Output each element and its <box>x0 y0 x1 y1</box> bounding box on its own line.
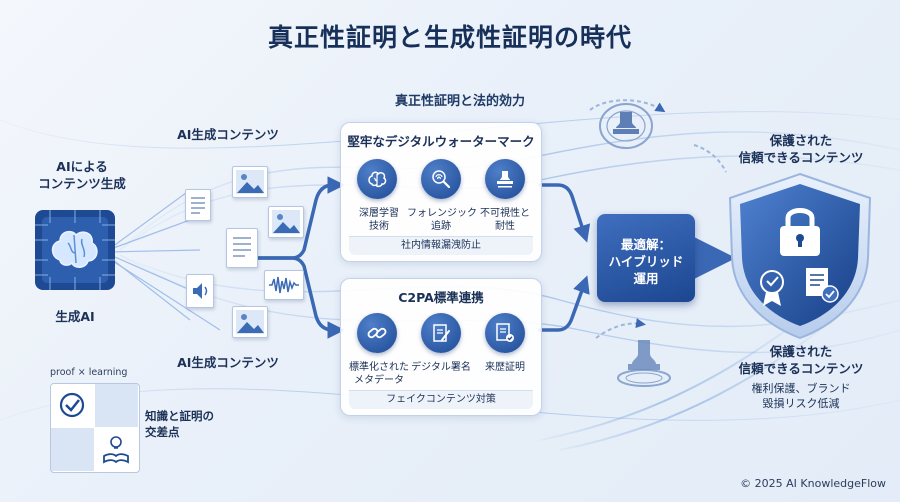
c2pa-panel-title: C2PA標準連携 <box>398 290 484 305</box>
page-title: 真正性証明と生成性証明の時代 <box>267 23 632 52</box>
content-label-bottom: AI生成コンテンツ <box>177 355 279 370</box>
item-line2: 技術 <box>369 221 389 232</box>
grid-cell-empty <box>51 428 94 471</box>
item-line1: 来歴証明 <box>485 362 525 373</box>
intersection-line1: 知識と証明の <box>145 409 214 423</box>
item-digital-signature: デジタル署名 <box>407 361 475 374</box>
ai-heading: AIによる コンテンツ生成 <box>22 158 142 192</box>
desc-line2: 毀損リスク低減 <box>762 397 840 410</box>
item-provenance: 来歴証明 <box>471 361 539 374</box>
protected-content-top: 保護された 信頼できるコンテンツ <box>715 132 887 166</box>
book-lightbulb-icon <box>103 436 129 464</box>
grid-cell-empty <box>95 384 138 427</box>
proof-learning-caption: proof × learning <box>50 367 128 378</box>
intersection-label: 知識と証明の 交差点 <box>145 408 214 440</box>
c2pa-panel-footer: フェイクコンテンツ対策 <box>349 390 533 409</box>
signature-icon <box>421 313 461 353</box>
item-deep-learning: 深層学習 技術 <box>345 207 413 233</box>
item-line1: デジタル署名 <box>411 362 471 373</box>
audio-icon <box>186 274 214 308</box>
waveform-icon <box>264 270 304 300</box>
protected-content-desc: 権利保護、ブランド 毀損リスク低減 <box>715 381 887 411</box>
item-line1: フォレンジック <box>407 208 477 219</box>
document-icon <box>185 189 211 221</box>
watermark-panel: 堅牢なデジタルウォーターマーク 深層学習 技術 フォレンジック 追跡 不可視性と… <box>340 122 542 262</box>
protected-bottom-line2: 信頼できるコンテンツ <box>738 361 864 376</box>
link-icon <box>357 313 397 353</box>
ai-rays <box>107 189 221 331</box>
shield-lock-icon <box>728 172 872 340</box>
ai-heading-line1: AIによる <box>56 159 108 174</box>
intersection-line2: 交差点 <box>145 425 180 439</box>
section-subtitle: 真正性証明と法的効力 <box>394 94 525 109</box>
item-invisibility: 不可視性と 耐性 <box>471 207 539 233</box>
solution-line2: ハイブリッド <box>608 254 684 269</box>
item-forensic: フォレンジック 追跡 <box>407 207 477 233</box>
solution-box: 最適解： ハイブリッド 運用 <box>597 214 695 302</box>
ai-chip-brain-icon <box>35 210 115 290</box>
protected-top-line1: 保護された <box>769 133 833 148</box>
document-icon <box>226 228 258 268</box>
copyright: © 2025 AI KnowledgeFlow <box>740 477 886 490</box>
watermark-panel-footer: 社内情報漏洩防止 <box>349 236 533 255</box>
protected-content-bottom: 保護された 信頼できるコンテンツ <box>715 343 887 377</box>
watermark-panel-title: 堅牢なデジタルウォーターマーク <box>347 134 535 149</box>
solution-line3: 運用 <box>633 271 659 286</box>
fingerprint-icon <box>421 159 461 199</box>
item-line1: 深層学習 <box>359 208 399 219</box>
image-icon <box>268 206 304 238</box>
seal-stamp-icon <box>599 103 653 149</box>
flow-arrows <box>256 176 591 339</box>
item-line2: メタデータ <box>354 375 404 386</box>
item-line1: 標準化された <box>349 362 409 373</box>
check-circle-icon <box>59 392 85 418</box>
brain-icon <box>357 159 397 199</box>
certificate-icon <box>485 313 525 353</box>
intersection-grid <box>50 383 140 473</box>
desc-line1: 権利保護、ブランド <box>751 382 851 395</box>
stamp-decor-icon <box>617 340 671 387</box>
item-line2: 追跡 <box>431 221 451 232</box>
c2pa-panel: C2PA標準連携 標準化された メタデータ デジタル署名 来歴証明 フェイクコン… <box>340 278 542 416</box>
content-label-top: AI生成コンテンツ <box>177 127 279 142</box>
item-line2: 耐性 <box>495 221 515 232</box>
solution-line1: 最適解： <box>620 237 671 252</box>
image-icon <box>232 306 268 338</box>
image-icon <box>232 166 268 198</box>
item-line1: 不可視性と <box>480 208 530 219</box>
grid-cell-book <box>95 428 138 471</box>
grid-cell-check <box>51 384 94 427</box>
ai-heading-line2: コンテンツ生成 <box>38 176 126 191</box>
protected-bottom-line1: 保護された <box>769 344 833 359</box>
item-metadata: 標準化された メタデータ <box>345 361 413 387</box>
stamp-icon <box>485 159 525 199</box>
gen-ai-label: 生成AI <box>55 309 95 324</box>
protected-top-line2: 信頼できるコンテンツ <box>738 150 864 165</box>
